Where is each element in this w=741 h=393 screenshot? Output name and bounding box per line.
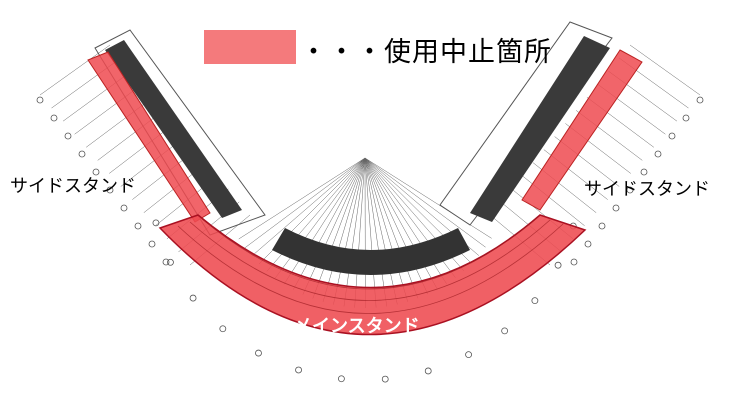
side-stand-right-label: サイドスタンド [584, 175, 710, 201]
center-seating-dark [272, 228, 470, 275]
grid-marker [135, 223, 141, 229]
grid-marker [167, 259, 173, 265]
legend-text: ・・・使用中止箇所 [300, 30, 552, 69]
legend-swatch [204, 30, 296, 64]
fan-line [365, 158, 486, 247]
grid-marker [149, 241, 155, 247]
grid-marker [220, 326, 226, 332]
fan-line [355, 158, 365, 308]
grid-marker [51, 115, 57, 121]
grid-marker [190, 295, 196, 301]
fan-line [333, 158, 365, 305]
grid-marker [571, 259, 577, 265]
side-stand-left-label: サイドスタンド [10, 172, 136, 198]
fan-line [365, 158, 408, 302]
grid-marker [466, 352, 472, 358]
fan-line [365, 158, 376, 308]
grid-marker [555, 262, 561, 268]
grid-marker [382, 376, 388, 382]
fan-line [313, 158, 365, 299]
grid-marker [296, 367, 302, 373]
fan-line [365, 158, 492, 238]
fan-line [323, 158, 365, 302]
grid-marker [532, 298, 538, 304]
grid-marker [669, 133, 675, 139]
fan-line [344, 158, 365, 307]
grid-marker [697, 97, 703, 103]
grid-marker [613, 205, 619, 211]
grid-markers [37, 97, 703, 382]
main-stand-label: メインスタンド [294, 312, 420, 338]
fan-line [239, 158, 365, 239]
grid-marker [502, 328, 508, 334]
grid-marker [683, 115, 689, 121]
fan-line [245, 158, 365, 248]
grid-marker [599, 223, 605, 229]
grid-marker [79, 151, 85, 157]
grid-marker [121, 205, 127, 211]
grid-marker [37, 97, 43, 103]
grid-marker [338, 376, 344, 382]
grid-marker [655, 151, 661, 157]
grid-marker [65, 133, 71, 139]
grid-marker [153, 220, 159, 226]
grid-marker [425, 368, 431, 374]
right-grid-line [630, 45, 700, 95]
grid-marker [255, 350, 261, 356]
grid-marker [585, 241, 591, 247]
fan-line [365, 158, 387, 306]
